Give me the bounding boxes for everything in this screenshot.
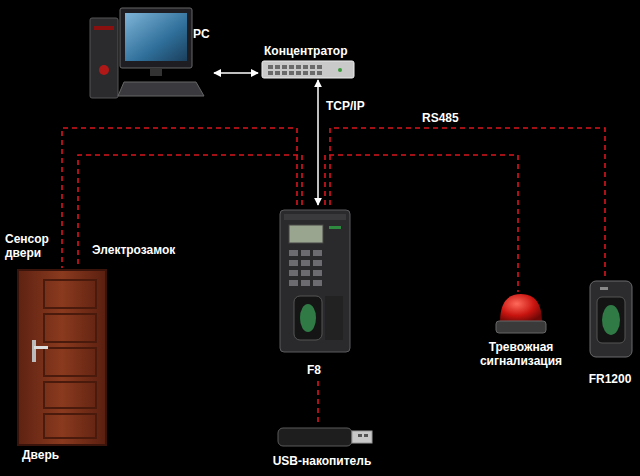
device-label: Концентратор [264,44,364,58]
device-label: PC [193,27,213,41]
connection-label: RS485 [420,111,461,125]
f8-led [329,226,341,229]
pc-picture [90,8,204,98]
usb-plug [352,431,372,443]
signal-wire [330,128,605,278]
screen [125,13,187,61]
device-label: FR1200 [582,372,638,386]
alarm-picture [496,294,546,333]
f8-display [289,225,323,243]
keyboard [118,82,204,96]
signal-wire [62,128,297,268]
fr1200-frame [597,297,625,343]
fr1200-sensor [602,305,620,335]
device-node: USB-накопитель [262,424,383,472]
signal-wire [317,381,319,424]
device-label: Тревожная сигнализация [471,340,571,369]
edge-label-holder: Сенсор двери [3,232,59,261]
fr1200-body [590,281,632,357]
tower-accent [94,26,114,30]
door-handle [34,346,48,349]
device-node: PC [85,5,214,100]
device-node: Тревожная сигнализация [462,292,580,372]
edge-label-holder: TCP/IP [324,96,374,114]
device-node: FR1200 [582,278,639,390]
f8-body [280,210,350,352]
alarm-dome [500,294,542,322]
tower-button [99,65,109,75]
usb-hole [364,434,368,437]
door-picture [18,270,106,445]
signal-wire [78,155,302,268]
edge-label-holder: Электрозамок [90,240,190,258]
edge-label-holder: RS485 [420,108,480,126]
network-arrow [214,72,258,74]
hub-ports [268,65,322,75]
usb-body [278,428,352,446]
f8-top [284,214,346,220]
device-label: F8 [272,363,356,377]
monitor [120,8,192,68]
pc-tower [90,18,118,98]
f8-keypad [289,250,322,286]
monitor-stand [150,68,162,76]
f8-side [325,296,343,340]
fr1200-logo [600,287,608,290]
network-arrow [317,80,319,205]
hub-picture [262,61,354,78]
device-node: Дверь [15,268,110,466]
usb-picture [278,428,372,446]
alarm-base [496,321,546,333]
fr1200-picture [590,281,632,357]
door-panels [44,280,96,438]
hub-body [262,61,354,78]
device-node: F8 [272,205,357,381]
connection-label: Электрозамок [90,243,177,257]
connection-label: Сенсор двери [3,232,59,261]
device-label: Дверь [22,448,102,462]
door-handle-plate [32,340,36,362]
signal-wire [325,155,518,292]
connection-label: TCP/IP [324,99,367,113]
f8-fingerprint [300,304,316,332]
hub-led [338,68,342,72]
device-node: Концентратор [258,42,366,80]
usb-hole [358,434,362,437]
device-label: USB-накопитель [262,454,382,468]
f8-sensor-frame [294,296,322,340]
door-leaf [18,270,106,445]
f8-picture [280,210,350,352]
